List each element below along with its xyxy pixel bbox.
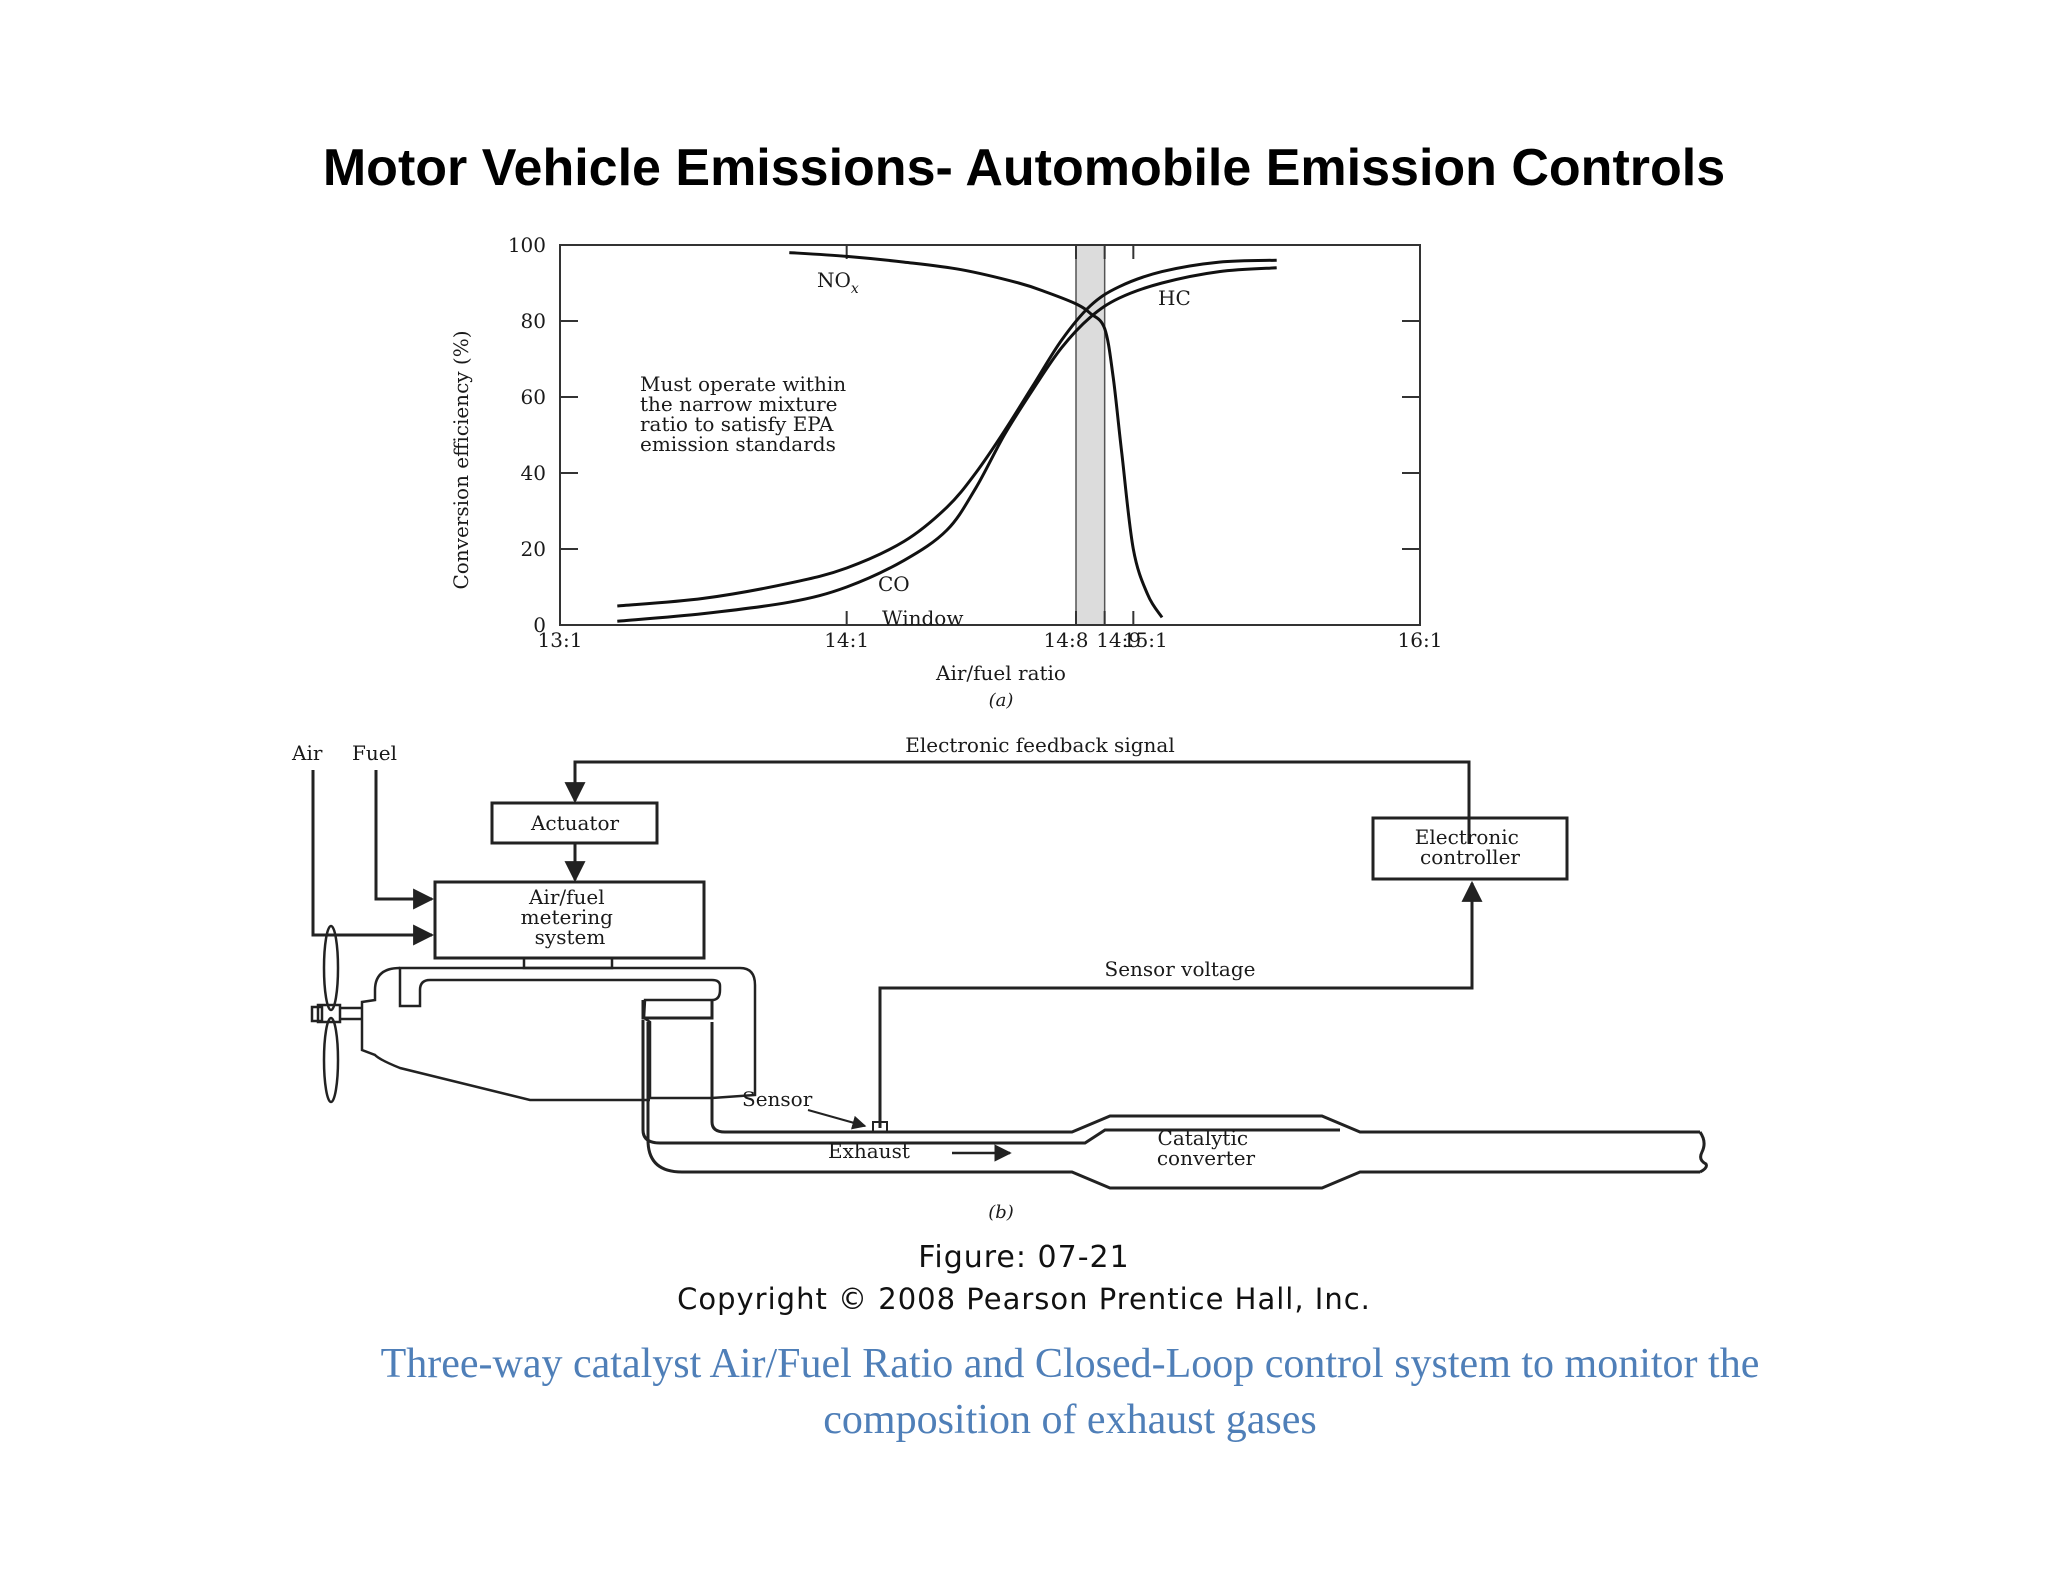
metering-system-label: Air/fuel metering system [521,885,620,949]
x-axis-ticks: 13:1 14:1 14:8 14:915:1 16:1 [538,245,1443,652]
fuel-line [374,770,435,910]
chart-note-line: Must operate within [640,372,846,396]
exhaust-pipe-upper [710,1022,1700,1134]
feedback-signal-line [564,760,1471,843]
hc-label: HC [1158,286,1191,310]
chart-note-line: ratio to satisfy EPA [640,412,834,436]
y-tick-label: 80 [521,309,546,333]
catalytic-line: converter [1157,1146,1256,1170]
chart-sublabel: (a) [989,690,1014,711]
x-tick-label: 14:8 [1044,628,1089,652]
air-input-label: Air [291,741,323,765]
chart-note: Must operate within the narrow mixture r… [640,372,852,456]
window-band [1075,244,1106,626]
exhaust-label: Exhaust [828,1139,910,1163]
co-curve [617,266,1277,623]
x-tick-label: 14:1 [824,628,869,652]
metering-line: system [535,925,606,949]
catalytic-converter-label: Catalytic converter [1157,1126,1256,1170]
y-tick-label: 20 [521,537,546,561]
diagram-sublabel: (b) [988,1202,1014,1223]
slide-title: Motor Vehicle Emissions- Automobile Emis… [322,139,1726,197]
sensor-voltage-line [878,880,1483,1128]
nox-label-main: NO [817,268,851,292]
exhaust-pipe-outer [641,1020,1340,1145]
hc-curve [617,258,1277,608]
electronic-controller-label: Electronic controller [1415,825,1526,869]
exhaust-pipe-lower [646,1022,1700,1190]
sensor-element [872,1121,888,1133]
chart-note-line: the narrow mixture [640,392,838,416]
y-tick-label: 100 [508,233,546,257]
x-tick-label: 14:9 [1096,628,1141,652]
crank-shaft [316,1003,362,1024]
x-axis-label: Air/fuel ratio [935,661,1066,685]
engine-lower [360,966,650,1102]
fuel-input-label: Fuel [352,741,397,765]
tailpipe-end [1698,1131,1708,1174]
y-axis-ticks: 0 20 40 60 80 100 [508,233,1420,637]
x-tick-label: 13:1 [538,628,583,652]
conversion-efficiency-chart: 0 20 40 60 80 100 13:1 14:1 14:8 14:915:1 16:1 Co… [449,233,1442,711]
chart-note-line: emission standards [640,432,836,456]
electronic-controller-box [1371,816,1569,881]
catalytic-line: Catalytic [1158,1126,1249,1150]
plot-frame [559,244,1421,626]
exhaust-manifold [641,1000,714,1020]
y-tick-label: 40 [521,461,546,485]
x-tick-label: 15:1 [1123,628,1168,652]
engine-block [398,966,757,1100]
efficiency-curves [617,251,1277,623]
controller-line: Electronic [1415,825,1519,849]
y-tick-label: 0 [533,613,546,637]
engine [310,924,757,1104]
slide-caption: Three-way catalyst Air/Fuel Ratio and Cl… [380,1341,1760,1443]
air-line [311,770,435,946]
window-label: Window [882,606,963,630]
fan-blade-top [322,924,340,1012]
y-tick-label: 60 [521,385,546,409]
y-axis-label: Conversion efficiency (%) [449,330,473,589]
co-label: CO [878,572,910,596]
closed-loop-control-diagram: Air Fuel Electronic feedback signal Actu… [291,733,1708,1223]
controller-line: controller [1420,845,1520,869]
sensor-pointer [807,1109,867,1130]
copyright-line: Copyright © 2008 Pearson Prentice Hall, … [677,1282,1371,1316]
sensor-label: Sensor [742,1087,813,1111]
nox-label-sub: x [851,281,859,297]
metering-line: metering [521,905,614,929]
fan-blade-bottom [322,1016,340,1104]
x-tick-label: 16:1 [1398,628,1443,652]
actuator-label: Actuator [530,811,620,835]
feedback-signal-label: Electronic feedback signal [905,733,1174,757]
nox-curve [789,251,1164,619]
figure-id: Figure: 07-21 [918,1240,1130,1275]
shaft-collar [310,1005,324,1023]
metering-line: Air/fuel [528,885,605,909]
sensor-voltage-label: Sensor voltage [1105,957,1256,981]
nox-label: NOx [817,268,859,297]
